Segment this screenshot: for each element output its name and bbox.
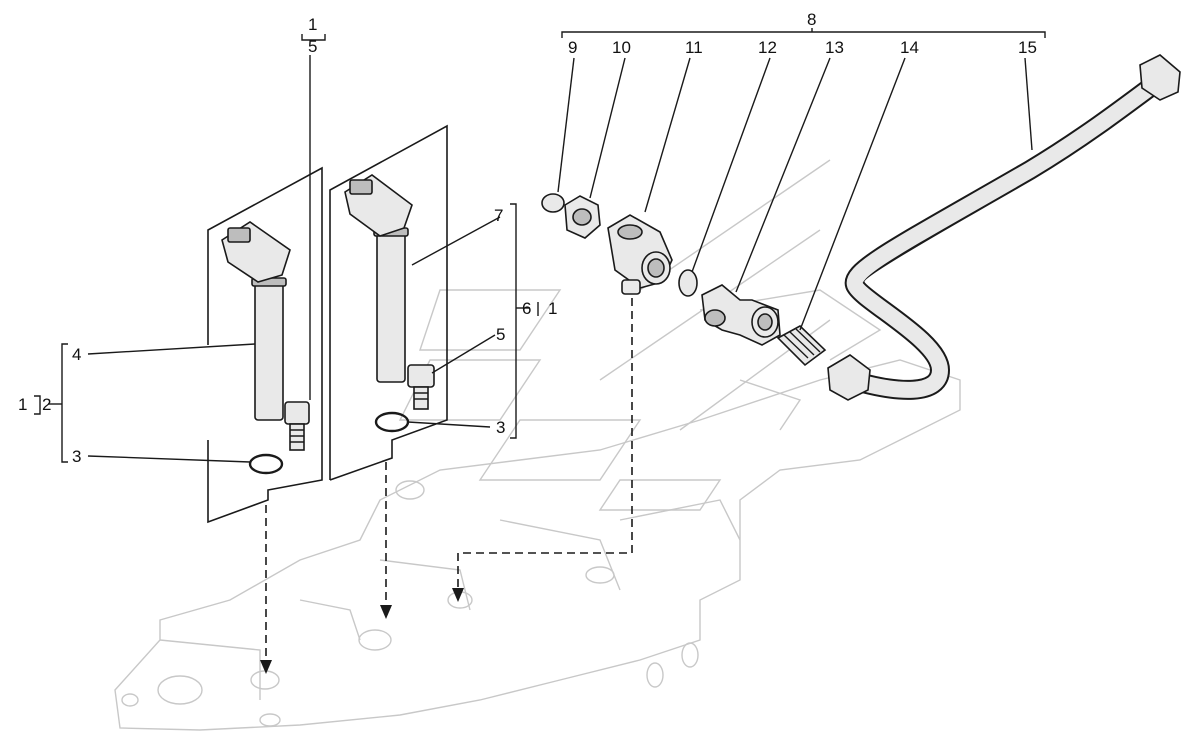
bracket-marks (34, 302, 539, 415)
nut-part-10 (564, 195, 601, 239)
sensor-middle (344, 174, 413, 383)
oring-middle (374, 411, 410, 433)
washer-part-12 (678, 269, 698, 297)
callout-4: 4 (72, 345, 81, 364)
callout-1-left: 1 (18, 395, 27, 414)
callout-11: 11 (685, 38, 703, 57)
callout-13: 13 (825, 38, 844, 57)
frame-left (207, 166, 323, 524)
callout-7: 7 (494, 206, 503, 225)
leader-lines (48, 28, 1046, 463)
callout-3-left: 3 (72, 447, 81, 466)
oring-left (248, 453, 284, 475)
callout-12: 12 (758, 38, 777, 57)
callout-3-mid: 3 (496, 418, 505, 437)
spring-part-14 (776, 325, 827, 367)
housing-background (114, 159, 961, 731)
frame-middle (329, 124, 448, 481)
assembly-arrows (260, 298, 633, 674)
callout-1-top: 1 (308, 15, 317, 34)
callout-2: 2 (42, 395, 51, 414)
callout-6: 6 (522, 299, 531, 318)
callout-14: 14 (900, 38, 919, 57)
tee-body-part-11 (607, 214, 673, 295)
callout-9: 9 (568, 38, 577, 57)
callout-15: 15 (1018, 38, 1037, 57)
callout-8: 8 (807, 10, 816, 29)
callout-5-mid: 5 (496, 325, 505, 344)
screw-middle (407, 364, 435, 410)
cap-part-9 (541, 193, 565, 213)
union-part-13 (701, 284, 781, 346)
callout-1-mid: 1 (548, 299, 557, 318)
pipe-part-15 (827, 54, 1181, 401)
callout-5-top: 5 (308, 37, 317, 56)
callout-10: 10 (612, 38, 631, 57)
screw-left (284, 401, 310, 451)
sensor-left (221, 221, 291, 421)
